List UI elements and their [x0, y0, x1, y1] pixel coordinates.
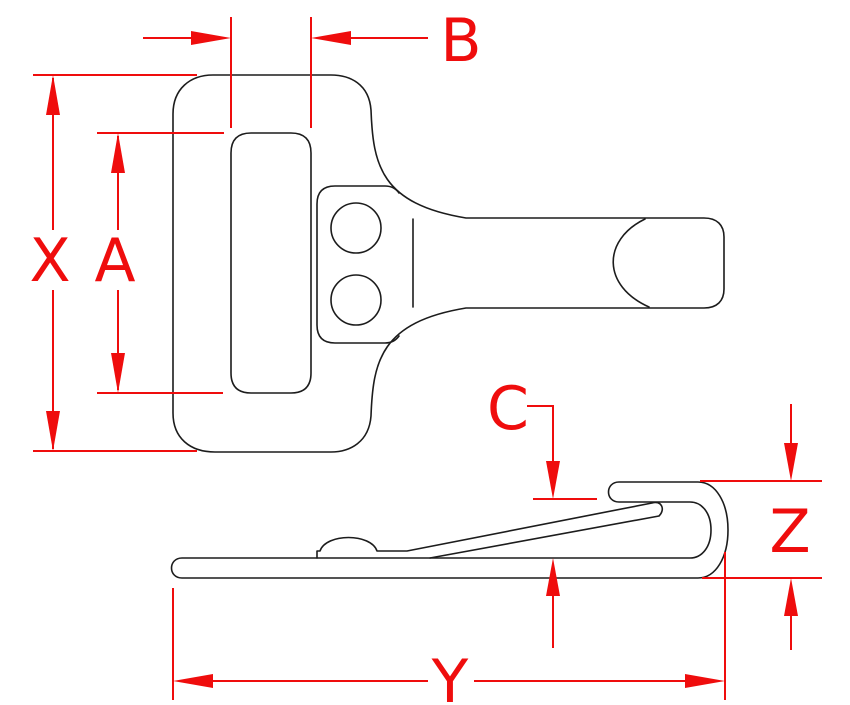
dimension-y: Y — [172, 552, 726, 705]
b-arrowhead-left — [191, 31, 231, 45]
dimension-z: Z — [700, 404, 822, 650]
c-arrowhead-down — [546, 461, 560, 499]
side-view-tongue — [316, 501, 664, 559]
dimension-x: X — [29, 74, 197, 452]
dimension-label-a: A — [94, 226, 135, 296]
dimension-c: C — [487, 374, 597, 648]
front-view-slot — [230, 132, 312, 394]
side-view — [170, 481, 729, 579]
side-view-outline — [170, 481, 729, 579]
c-leader-line — [527, 405, 554, 461]
z-arrowhead-up — [784, 578, 798, 616]
dimension-a: A — [94, 132, 224, 394]
z-arrowhead-down — [784, 443, 798, 481]
y-arrowhead-right — [685, 674, 725, 688]
dimension-label-x: X — [29, 226, 70, 296]
dimension-b: B — [143, 6, 482, 128]
dimension-label-b: B — [440, 6, 481, 76]
dimension-label-c: C — [487, 374, 529, 444]
a-arrowhead-bottom — [111, 353, 125, 393]
rivet-hole-top — [330, 202, 382, 254]
a-arrowhead-top — [111, 133, 125, 173]
y-arrowhead-left — [173, 674, 213, 688]
c-arrowhead-up — [546, 558, 560, 596]
b-arrowhead-right — [311, 31, 351, 45]
front-view — [172, 74, 725, 453]
dimension-label-y: Y — [431, 647, 469, 705]
front-view-outline — [172, 74, 725, 453]
rivet-hole-bottom — [330, 274, 382, 326]
arm-hook-inner-edge — [612, 218, 650, 308]
front-view-tab — [316, 185, 400, 344]
x-arrowhead-top — [46, 75, 60, 115]
dimension-label-z: Z — [769, 497, 810, 567]
x-arrowhead-bottom — [46, 411, 60, 451]
